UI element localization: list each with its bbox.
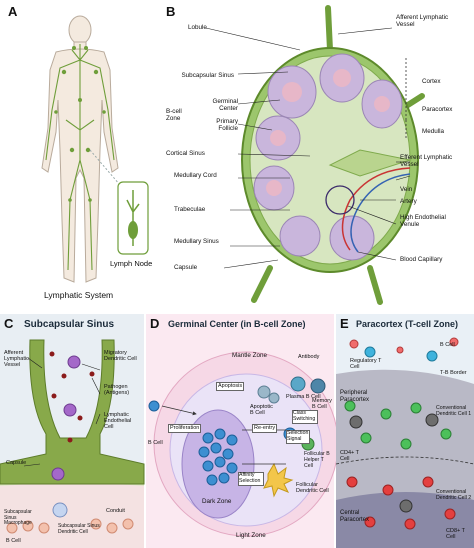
conduit-label: Conduit <box>106 508 125 514</box>
blood-capillary-label: Blood Capillary <box>400 256 443 263</box>
migratory-dendritic-cell-label: Migratory Dendritic Cell <box>104 350 137 362</box>
paracortex-label: Paracortex <box>422 106 453 113</box>
cortical-sinus-label: Cortical Sinus <box>166 150 205 157</box>
trabeculae-label: Trabeculae <box>174 206 206 213</box>
panel-b-letter: B <box>166 4 176 19</box>
panel-e-title: Paracortex (T-cell Zone) <box>356 319 459 329</box>
b-cell-label-e: B Cell <box>440 342 455 348</box>
mantle-zone-label: Mantle Zone <box>232 352 268 359</box>
panel-a-letter: A <box>8 4 18 19</box>
re-entry-label: Re-entry <box>252 424 278 433</box>
cd4-t-cell-label: CD4+ T Cell <box>340 450 359 462</box>
vein-label: Vein <box>400 186 413 193</box>
panel-a: A Lymph Node Lymphatic System <box>0 0 160 312</box>
subcapsular-sinus-illustration <box>0 339 145 548</box>
apoptosis-label: Apoptosis <box>216 382 245 391</box>
panel-e: E Paracortex (T-cell Zone) B Cell Regula… <box>335 314 474 548</box>
efferent-lymphatic-vessel-label: Efferent Lymphatic Vessel <box>400 154 453 168</box>
class-switching-label: Class Switching <box>292 410 318 424</box>
affinity-selection-label: Affinity Selection <box>238 472 264 486</box>
light-zone-label: Light Zone <box>236 532 266 539</box>
medullary-cord-label: Medullary Cord <box>174 172 217 179</box>
artery-label: Artery <box>400 198 417 205</box>
pathogen-label: Pathogen (Antigens) <box>104 384 130 396</box>
panel-e-letter: E <box>340 316 349 331</box>
subcapsular-sinus-macrophage-label: Subcapsular Sinus Macrophage <box>4 509 32 526</box>
b-cell-label-c: B Cell <box>6 538 21 544</box>
lymph-node-diagram <box>205 5 425 305</box>
panel-c-letter: C <box>4 316 14 331</box>
capsule-label-c: Capsule <box>6 460 27 466</box>
germinal-center-label: Germinal Center <box>212 98 238 112</box>
germinal-center-illustration <box>148 351 339 537</box>
capsule-label: Capsule <box>174 264 198 271</box>
panel-d: D Germinal Center (in B-cell Zone) Mantl… <box>146 314 339 548</box>
panel-b: B <box>160 0 474 312</box>
panel-d-letter: D <box>150 316 160 331</box>
lobule-label: Lobule <box>188 24 207 31</box>
memory-b-cell-label: Memory B Cell <box>312 398 332 410</box>
peripheral-paracortex-label: Peripheral Paracortex <box>340 390 370 403</box>
selection-signal-label: Selection Signal <box>286 430 310 444</box>
dark-zone-label: Dark Zone <box>202 498 232 505</box>
human-figure-illustration <box>41 15 149 283</box>
cortex-label: Cortex <box>422 78 441 85</box>
panel-c-title: Subcapsular Sinus <box>24 319 115 330</box>
apoptotic-b-cell-label: Apoptotic B Cell <box>250 404 273 416</box>
panel-c: C Subcapsular Sinus Afferent Lymphatic V… <box>0 314 145 548</box>
b-cell-zone-label: B-cell Zone <box>166 108 182 122</box>
afferent-lymphatic-vessel-label: Afferent Lymphatic Vessel <box>396 14 449 28</box>
lymph-node-inset-label: Lymph Node <box>110 259 153 268</box>
subcapsular-sinus-label: Subcapsular Sinus <box>181 72 234 79</box>
afferent-lymphatic-vessel-label-c: Afferent Lymphatic Vessel <box>4 350 29 368</box>
cd8-t-cell-label: CD8+ T Cell <box>446 528 465 540</box>
subcapsular-sinus-dendritic-cell-label: Subcapsular Sinus Dendritic Cell <box>58 523 100 535</box>
b-cell-label-d: B Cell <box>148 440 163 446</box>
plasma-b-cell-label: Plasma B Cell <box>286 394 321 400</box>
follicular-b-helper-t-cell-label: Follicular B Helper T Cell <box>304 451 330 469</box>
paracortex-illustration <box>335 337 474 548</box>
conventional-dendritic-cell-2-label: Conventional Dendritic Cell 2 <box>436 489 472 501</box>
central-paracortex-label: Central Paracortex <box>340 510 370 523</box>
proliferation-label: Proliferation <box>168 424 202 433</box>
lymphatic-system-caption: Lymphatic System <box>44 290 114 300</box>
antibody-label: Antibody <box>298 354 320 360</box>
t-b-border-label: T-B Border <box>440 370 467 376</box>
lymphatic-endothelial-cell-label: Lymphatic Endothelial Cell <box>104 412 132 430</box>
follicular-dendritic-cell-label: Follicular Dendritic Cell <box>296 482 329 494</box>
high-endothelial-venule-label: High Endothelial Venule <box>400 214 446 228</box>
panel-d-title: Germinal Center (in B-cell Zone) <box>168 319 306 329</box>
conventional-dendritic-cell-1-label: Conventional Dendritic Cell 1 <box>436 405 472 417</box>
regulatory-t-cell-label: Regulatory T Cell <box>350 358 382 370</box>
medulla-label: Medulla <box>422 128 445 135</box>
medullary-sinus-label: Medullary Sinus <box>174 238 219 245</box>
primary-follicle-label: Primary Follicle <box>216 118 238 132</box>
